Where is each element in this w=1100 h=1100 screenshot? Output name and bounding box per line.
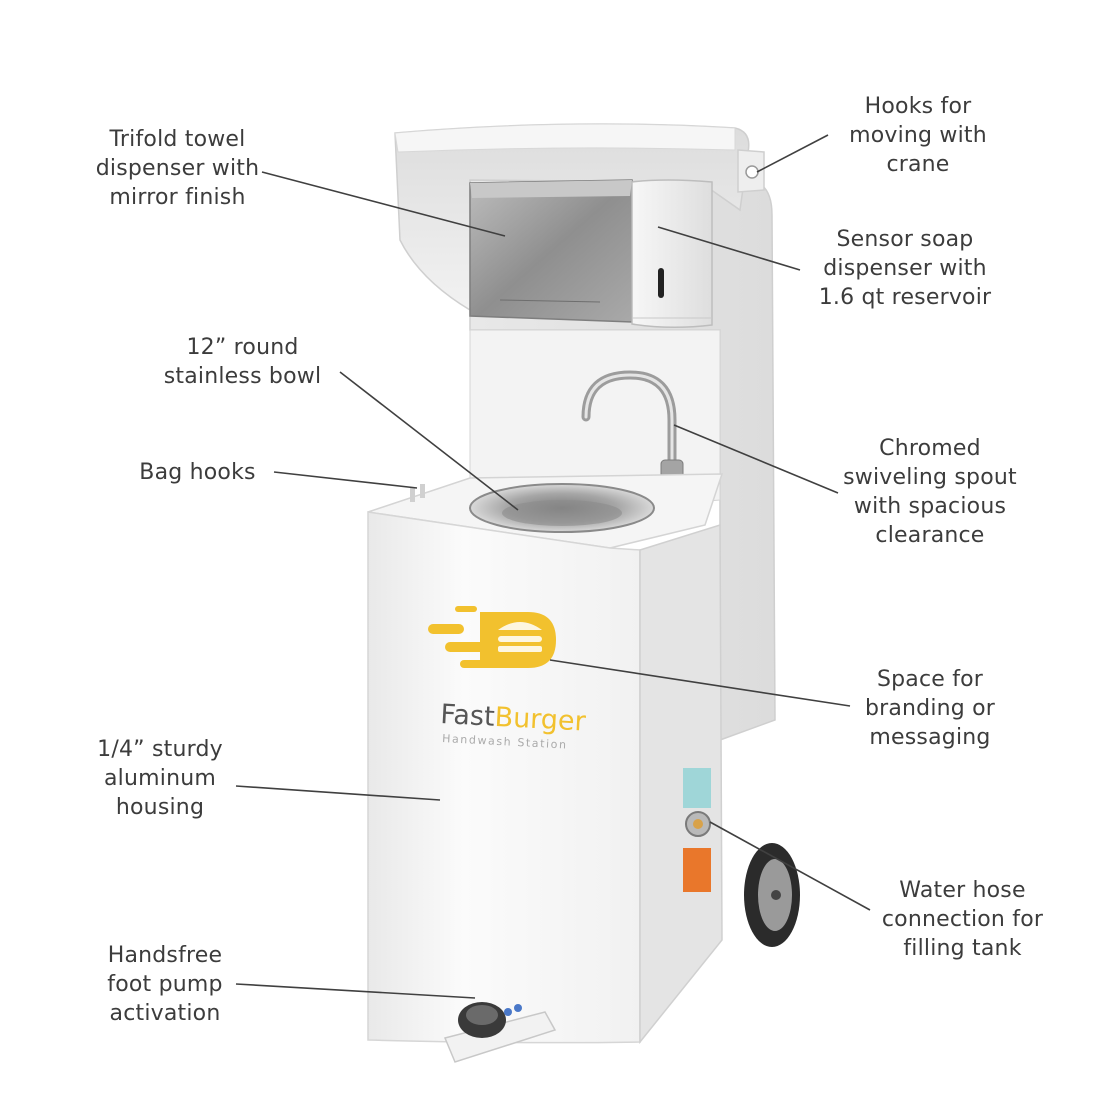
brand-name: FastBurger — [440, 699, 588, 738]
leader-line-towel — [261, 171, 506, 237]
bag-hook-icon — [410, 484, 425, 502]
brand-logo-icon — [428, 606, 556, 668]
bowl-icon — [469, 483, 655, 533]
callout-housing: 1/4” sturdy aluminum housing — [70, 735, 250, 822]
callout-branding: Space for branding or messaging — [835, 665, 1025, 752]
callout-foot-pump: Handsfree foot pump activation — [90, 941, 240, 1028]
callout-line: clearance — [875, 523, 985, 548]
callout-line: Sensor soap — [836, 227, 974, 252]
callout-line: Handsfree — [107, 943, 223, 968]
callout-line: messaging — [869, 725, 991, 750]
hose-inlet-icon — [683, 768, 711, 892]
callout-bag-hooks: Bag hooks — [120, 458, 275, 487]
leader-line-spout — [673, 424, 839, 494]
foot-pump-icon — [443, 1002, 557, 1063]
callout-soap: Sensor soap dispenser with 1.6 qt reserv… — [790, 225, 1020, 312]
callout-spout: Chromed swiveling spout with spacious cl… — [820, 434, 1040, 550]
callout-bowl: 12” round stainless bowl — [130, 333, 355, 391]
leader-line-soap — [657, 226, 801, 271]
callout-line: stainless bowl — [163, 364, 322, 389]
leader-line-branding — [549, 659, 851, 707]
callout-line: 1/4” sturdy — [97, 737, 223, 762]
callout-line: Chromed — [879, 436, 981, 461]
soap-dispenser-icon — [631, 179, 713, 329]
callout-line: mirror finish — [109, 185, 246, 210]
logo-area: FastBurger Handwash Station — [428, 606, 587, 752]
callout-line: branding or — [864, 696, 996, 721]
callout-water-hose: Water hose connection for filling tank — [860, 876, 1065, 963]
leader-line-bowl — [339, 371, 519, 511]
wheel-icon — [744, 843, 800, 947]
callout-line: 1.6 qt reservoir — [818, 285, 992, 310]
callout-line: aluminum — [104, 766, 216, 791]
leader-line-bag-hooks — [273, 471, 418, 489]
callout-line: moving with — [849, 123, 987, 148]
callout-line: Water hose — [899, 878, 1026, 903]
callout-line: housing — [115, 795, 205, 820]
leader-lines — [235, 134, 871, 999]
housing — [367, 511, 723, 1045]
callout-line: Bag hooks — [139, 460, 256, 485]
callout-line: 12” round — [186, 335, 299, 360]
leader-line-foot-pump — [235, 983, 476, 999]
callout-line: Space for — [876, 667, 984, 692]
callout-line: with spacious — [853, 494, 1007, 519]
hood — [394, 123, 750, 312]
leader-line-water-hose — [709, 821, 871, 911]
callout-line: Trifold towel — [109, 127, 246, 152]
callout-line: foot pump — [107, 972, 223, 997]
callout-line: dispenser with — [823, 256, 987, 281]
callout-hooks-crane: Hooks for moving with crane — [808, 92, 1028, 179]
callout-line: filling tank — [903, 936, 1022, 961]
callout-line: crane — [886, 152, 950, 177]
leader-line-housing — [235, 785, 441, 801]
callout-line: activation — [109, 1001, 221, 1026]
callout-line: swiveling spout — [843, 465, 1017, 490]
callout-line: connection for — [881, 907, 1044, 932]
leader-line-hooks-crane — [756, 134, 829, 173]
callout-line: Hooks for — [864, 94, 972, 119]
towel-dispenser-icon — [469, 179, 633, 323]
callout-line: dispenser with — [95, 156, 260, 181]
callout-towel: Trifold towel dispenser with mirror fini… — [60, 125, 295, 212]
